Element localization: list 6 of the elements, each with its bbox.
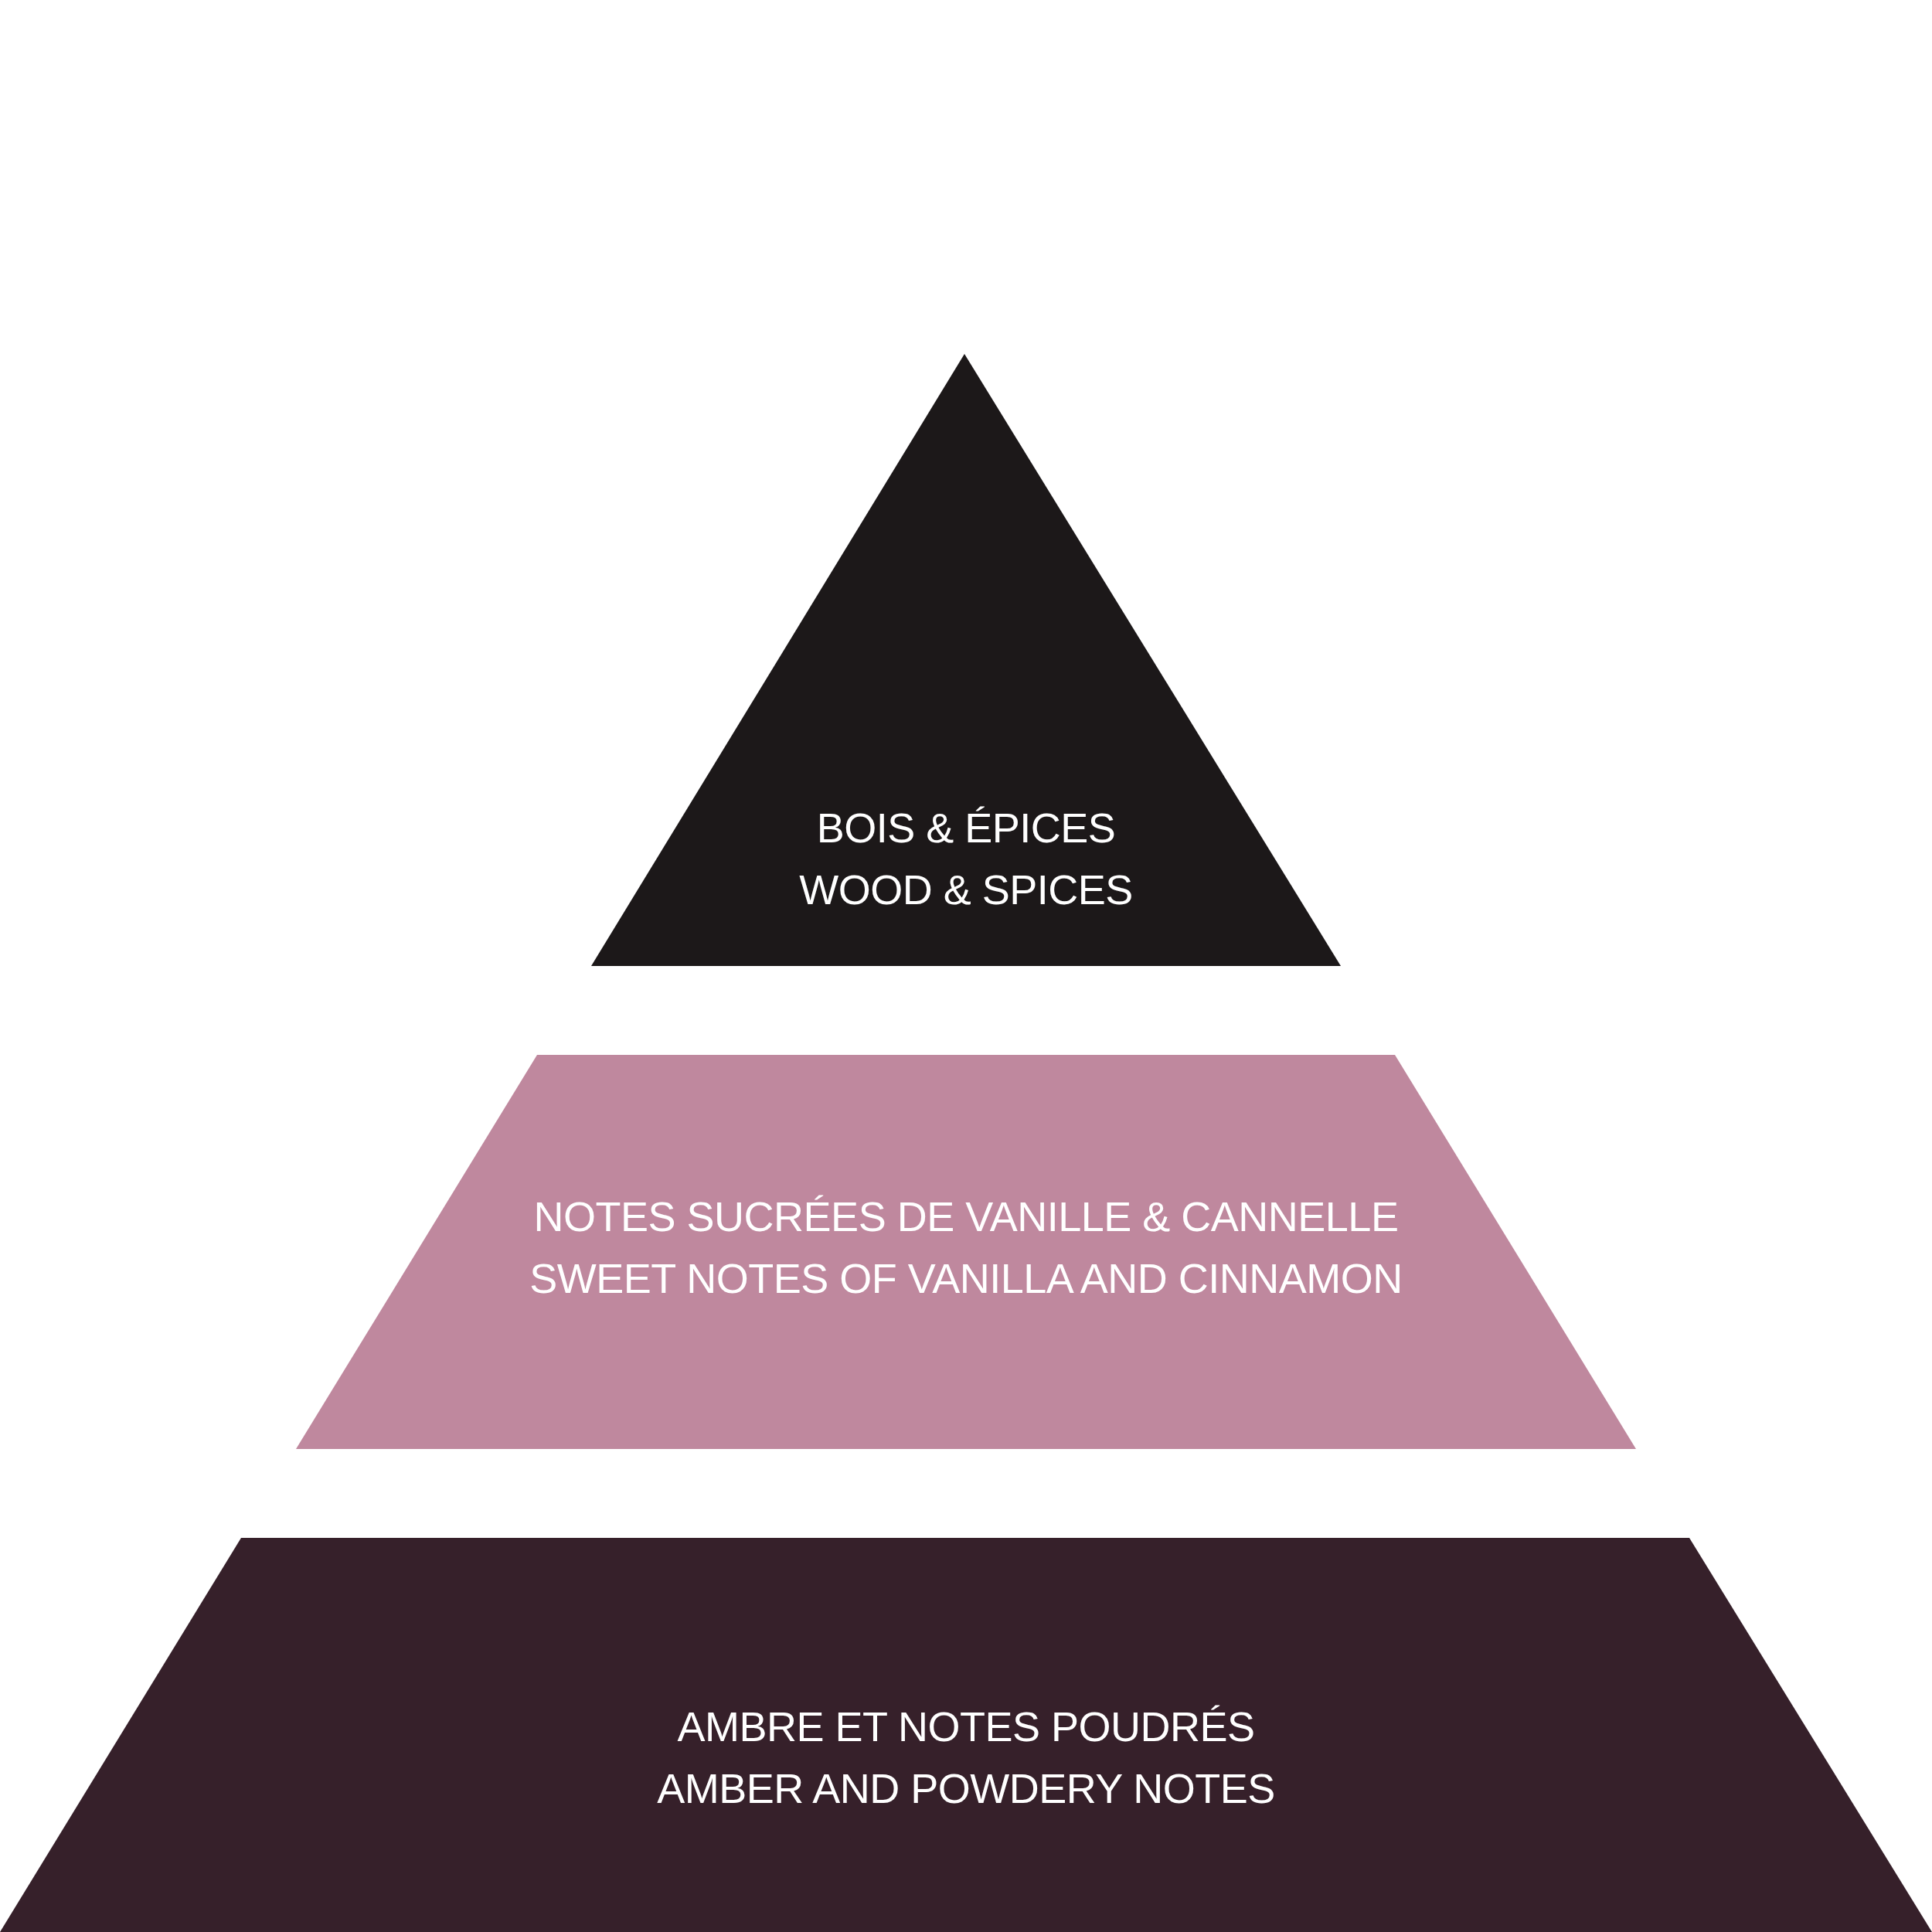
tier-label: AMBER AND POWDERY NOTES	[657, 1764, 1275, 1813]
tier-label: WOOD & SPICES	[799, 866, 1133, 914]
tier-label: SWEET NOTES OF VANILLA AND CINNAMON	[529, 1254, 1403, 1303]
tier-label: NOTES SUCRÉES DE VANILLE & CANNELLE	[533, 1192, 1399, 1241]
tier-label: AMBRE ET NOTES POUDRÉS	[677, 1702, 1255, 1751]
tier-label: BOIS & ÉPICES	[816, 804, 1116, 852]
